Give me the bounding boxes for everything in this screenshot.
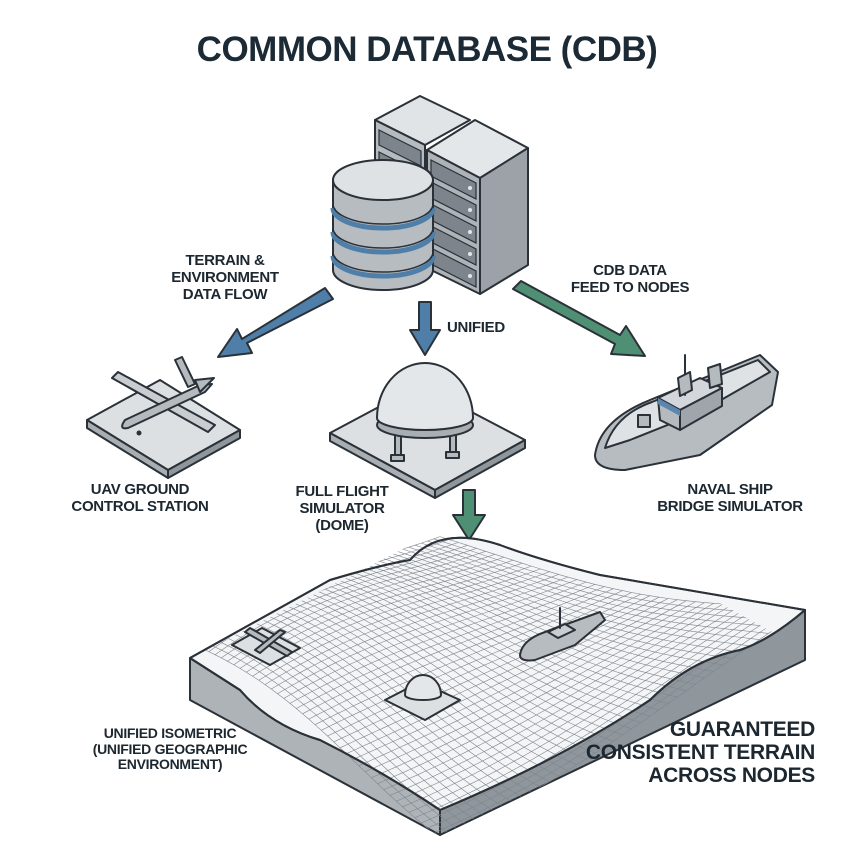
terrain-grid-line (427, 607, 787, 829)
mini-dome-icon (384, 674, 461, 721)
diagram-title: COMMON DATABASE (CDB) (196, 30, 658, 69)
mini-ship-icon (519, 607, 606, 662)
terrain-grid-line (358, 561, 687, 691)
dome-node-label: FULL FLIGHT SIMULATOR (DOME) (295, 483, 389, 534)
rack-led (468, 274, 472, 278)
terrain-grid-line (321, 573, 632, 730)
database-cylinder-icon (330, 159, 436, 291)
terrain-grid-line (377, 556, 714, 672)
uav-node-label: UAV GROUND CONTROL STATION (71, 481, 209, 515)
wireframe-terrain-icon (189, 536, 806, 836)
rack-led (468, 230, 472, 234)
terrain-grid-line (371, 558, 705, 679)
terrain-grid-line (377, 603, 714, 784)
terrain-label: UNIFIED ISOMETRIC (UNIFIED GEOGRAPHIC EN… (92, 725, 248, 773)
arrow-feed-flow (512, 280, 646, 357)
mini-uav-icon (231, 627, 301, 666)
terrain-grid-line (321, 592, 632, 731)
terrain-grid-line (339, 567, 660, 711)
terrain-grid-line (339, 596, 660, 749)
rack-led (468, 186, 472, 190)
ship-node-label: NAVAL SHIP BRIDGE SIMULATOR (657, 481, 803, 515)
terrain-grid-line (358, 600, 687, 766)
arrow-terrain-down-flow (452, 489, 486, 541)
terrain-grid-line (371, 602, 705, 778)
arrow-terrain-flow (217, 287, 334, 358)
terrain-grid-line (383, 603, 724, 790)
terrain-grid-line (364, 560, 696, 685)
uav-drone-icon (86, 356, 241, 479)
naval-ship-icon (594, 354, 779, 471)
terrain-grid-line (327, 571, 641, 723)
terrain-grid-line (314, 590, 623, 725)
feed-flow-label: CDB DATA FEED TO NODES (570, 262, 690, 296)
unified-flow-label: UNIFIED (447, 319, 505, 336)
terrain-grid-line (421, 607, 778, 824)
terrain-grid-line (396, 550, 742, 653)
terrain-grid-line (346, 565, 669, 704)
terrain-grid-line (421, 542, 778, 628)
terrain-grid-line (389, 604, 733, 796)
consistency-callout: GUARANTEED CONSISTENT TERRAIN ACROSS NOD… (585, 718, 815, 788)
terrain-grid-line (408, 606, 760, 813)
terrain-grid-line (352, 599, 678, 760)
terrain-grid-line (346, 598, 669, 754)
terrain-grid-line (383, 554, 723, 666)
terrain-grid-line (414, 606, 769, 818)
terrain-grid-line (396, 605, 742, 802)
rack-led (468, 252, 472, 256)
terrain-grid-line (408, 546, 760, 640)
terrain-grid-line (414, 544, 769, 634)
terrain-grid-line (364, 601, 696, 772)
terrain-grid-line (427, 540, 787, 622)
terrain-flow-label: TERRAIN & ENVIRONMENT DATA FLOW (171, 252, 279, 303)
terrain-grid-line (352, 563, 678, 698)
arrow-unified-flow (409, 301, 441, 356)
terrain-grid-line (402, 548, 751, 647)
terrain-grid-line (402, 605, 751, 808)
rack-slot (430, 159, 477, 200)
terrain-grid-line (433, 608, 797, 834)
terrain-grid-line (333, 569, 650, 717)
rack-led (468, 208, 472, 212)
flight-sim-dome-icon (329, 362, 526, 499)
